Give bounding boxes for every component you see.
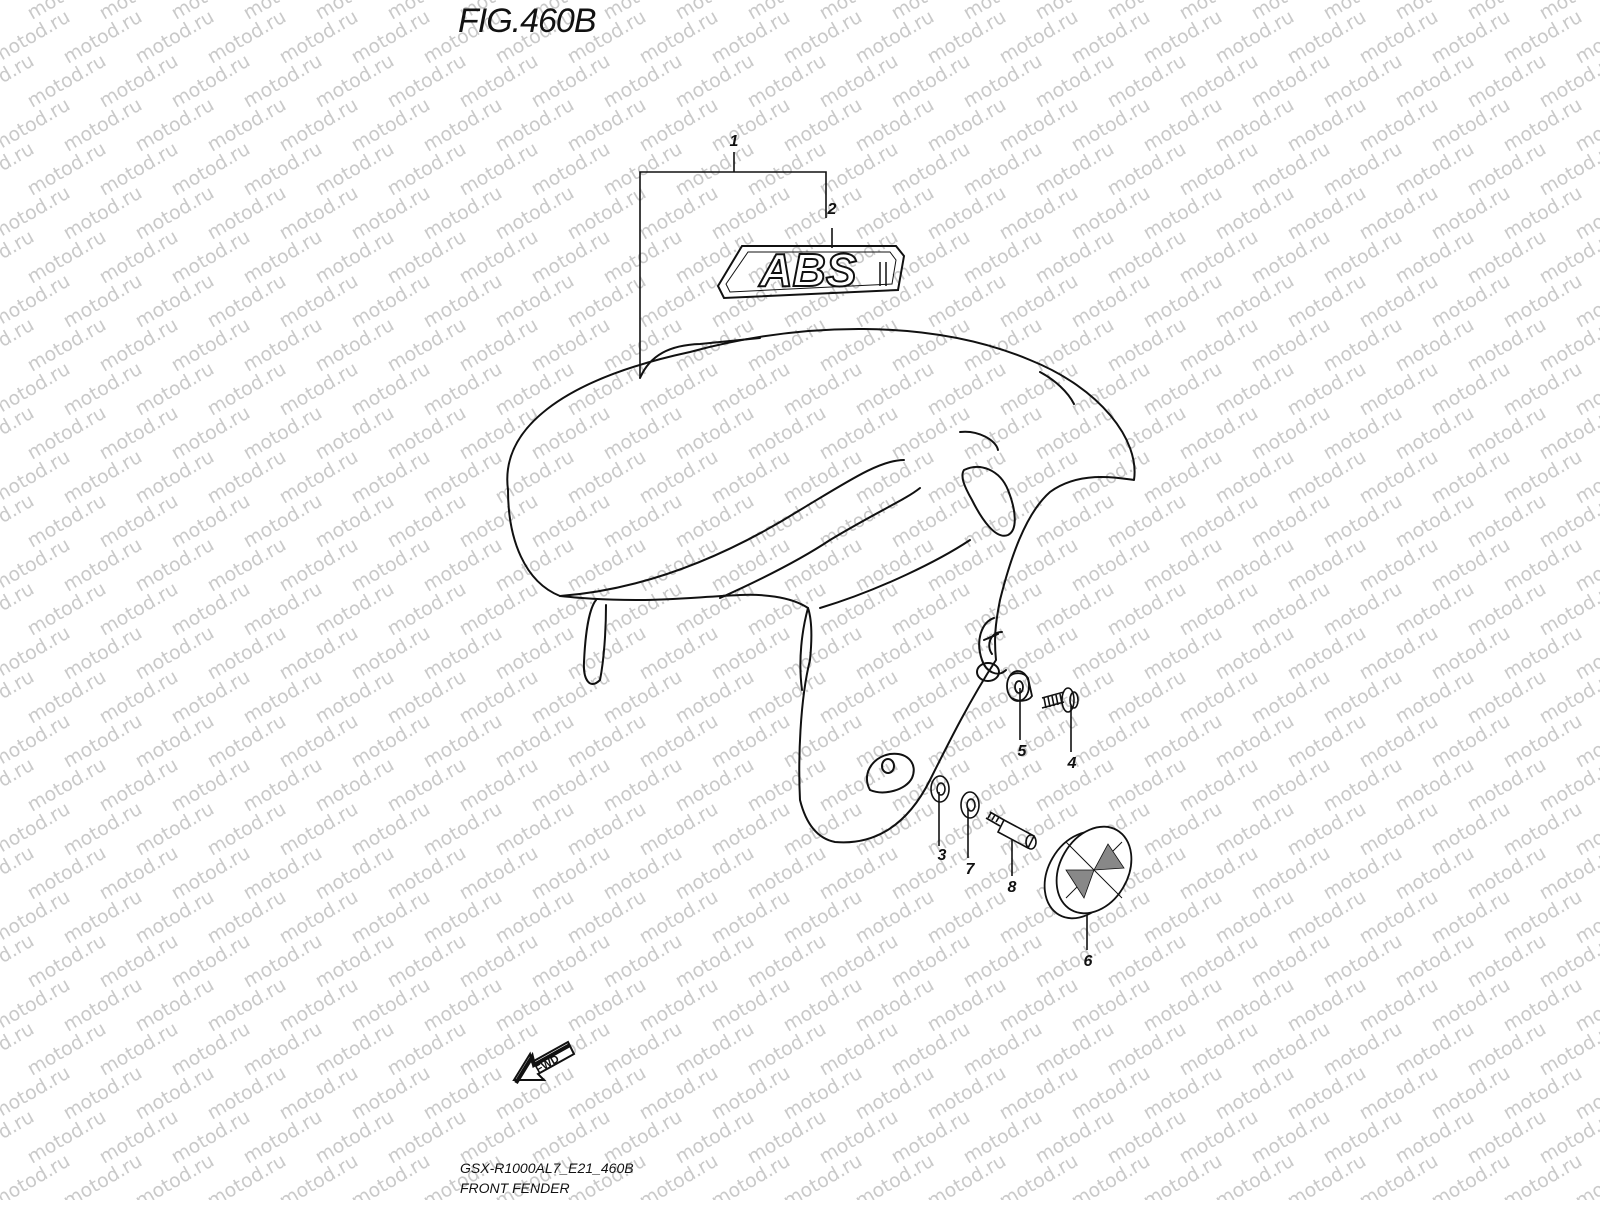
callout-3: 3 — [938, 847, 947, 864]
callout-2: 2 — [827, 201, 837, 218]
abs-decal-text: ABS — [758, 244, 856, 296]
callout-7: 7 — [966, 861, 976, 878]
callout-4: 4 — [1067, 755, 1077, 772]
figure-title: FIG.460B — [458, 2, 596, 41]
callout-5: 5 — [1018, 743, 1028, 760]
callout-6: 6 — [1084, 953, 1093, 970]
model-code: GSX-R1000AL7_E21_460B — [460, 1160, 634, 1176]
callout-8: 8 — [1008, 879, 1017, 896]
callout-1: 1 — [730, 133, 739, 150]
section-name: FRONT FENDER — [460, 1180, 570, 1196]
